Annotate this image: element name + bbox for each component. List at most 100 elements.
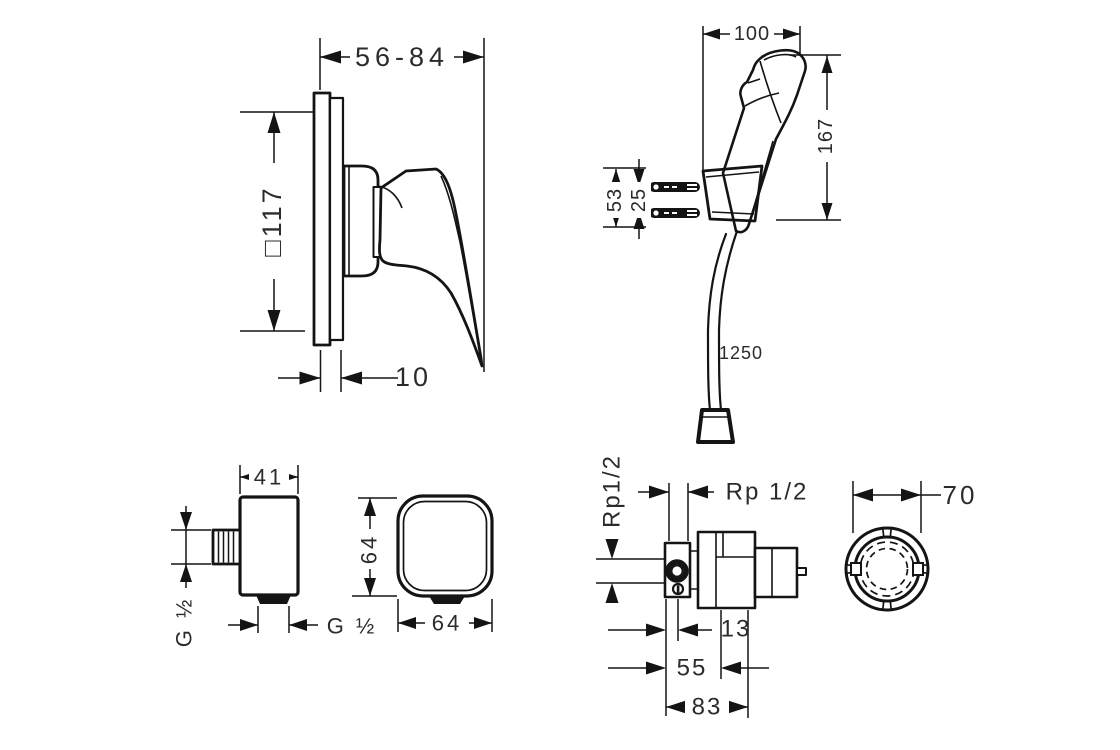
arrowhead-down — [364, 578, 376, 596]
valve-body-side-view: Rp1/2 Rp 1/2 13 — [596, 454, 807, 721]
escutcheon-inner-line — [402, 500, 488, 592]
label-backing — [350, 43, 454, 71]
thread-hatch — [217, 531, 235, 563]
lug-right — [912, 562, 924, 576]
dim-top-thread: Rp 1/2 — [638, 479, 806, 541]
dim-label-plate-thickness: 10 — [395, 362, 431, 392]
dim-label-overall-height: 167 — [815, 118, 837, 154]
dim-mixer-plate-size: □117 — [240, 111, 313, 332]
handle-base-curve — [377, 185, 403, 209]
side-port-bore — [670, 564, 684, 578]
dim-label-mixer-depth: 56-84 — [355, 42, 449, 72]
screw-dash — [672, 212, 677, 214]
front-outlet-tab — [429, 596, 465, 604]
head-inner-line — [763, 53, 797, 61]
arrowhead-up — [267, 112, 281, 133]
label-backing — [356, 529, 382, 569]
arrowhead-right — [646, 623, 666, 637]
holder-inner-top-line — [705, 171, 760, 178]
dim-label-holder-width: 100 — [734, 23, 770, 45]
label-backing — [257, 163, 287, 279]
screw-thread-line — [687, 188, 697, 190]
label-backing — [603, 182, 627, 218]
arrowhead-left — [398, 617, 416, 629]
dim-elbow-width: 41 — [239, 465, 299, 494]
dim-front-diameter: 70 — [852, 480, 979, 533]
dim-depth-55: 55 — [608, 655, 769, 682]
arrowhead-down — [821, 203, 833, 220]
dim-esc-width: 64 — [397, 599, 493, 636]
dim-bottom-thread: G ½ — [228, 606, 378, 639]
head-facet-line — [759, 60, 782, 124]
arrowhead-left — [703, 28, 720, 40]
label-backing — [627, 182, 651, 218]
valve-body-front-view: 70 — [844, 480, 979, 612]
dim-depth-83: 83 — [666, 694, 748, 721]
arrowhead-left — [666, 700, 686, 714]
dim-label-depth-min: 55 — [677, 655, 708, 682]
arrowhead-left — [341, 371, 362, 385]
arrowhead-right — [240, 619, 258, 631]
body-inner-lines — [716, 532, 755, 558]
label-backing — [943, 484, 979, 506]
dim-label-screw-outer: 53 — [604, 188, 626, 212]
arrowhead-up — [605, 583, 619, 603]
arrowhead-left — [853, 488, 873, 502]
hand-shower-set-view: 1250 100 167 — [603, 23, 841, 444]
arrowhead-up — [610, 169, 622, 186]
label-backing — [685, 695, 729, 720]
mounting-screw-top — [649, 182, 700, 192]
escutcheon-plate-side — [312, 91, 332, 347]
lug-left — [850, 562, 862, 576]
screw-head-dot — [653, 184, 659, 190]
wall-outlet-side-view: 41 G ½ G ½ — [171, 465, 378, 647]
arrowhead-down — [180, 512, 192, 530]
arrowhead-right — [728, 700, 748, 714]
cartridge-block — [753, 546, 799, 599]
neck-crease-line — [744, 92, 780, 107]
front-dashed-circle-inner — [865, 547, 909, 591]
label-backing — [730, 23, 774, 45]
dim-esc-height: 64 — [352, 497, 397, 597]
dim-label-elbow-width: 41 — [254, 465, 284, 490]
escutcheon-front — [396, 494, 494, 598]
arrowhead-right — [783, 28, 800, 40]
dim-mixer-depth: 56-84 — [319, 38, 485, 372]
dim-label-esc-width: 64 — [432, 611, 462, 636]
arrowhead-up — [364, 498, 376, 516]
flange-connector-lines — [690, 550, 698, 590]
arrowhead-left — [289, 619, 307, 631]
valve-main-body — [696, 530, 757, 610]
dim-side-thread: G ½ — [171, 506, 211, 647]
side-port-ring — [665, 559, 689, 583]
dim-overall-height: 167 — [776, 54, 841, 221]
spindle-stub — [796, 567, 807, 576]
arrowhead-down — [267, 310, 281, 331]
wall-outlet-front-view: 64 64 — [352, 494, 494, 636]
arrowhead-left — [721, 661, 741, 675]
ring-slot-top — [881, 528, 893, 538]
dim-label-offset: 13 — [721, 616, 752, 643]
outlet-body — [238, 495, 300, 597]
dim-label-front-diameter: 70 — [943, 480, 978, 510]
arrowhead-left — [320, 50, 341, 64]
dim-label-screw-pitch: 25 — [628, 188, 650, 212]
dim-offset-13: 13 — [608, 599, 752, 718]
dim-label-hose-length: 1250 — [719, 343, 763, 363]
holder-inner-bottom-line — [711, 211, 755, 215]
dim-side-thread: Rp1/2 — [596, 454, 665, 603]
arrowhead-right — [463, 50, 484, 64]
arrowhead-down — [605, 539, 619, 559]
lever-handle — [378, 167, 484, 368]
front-outer-ring — [844, 526, 930, 612]
dim-label-side-thread: G ½ — [172, 597, 197, 648]
arrowhead-right — [901, 488, 921, 502]
dim-plate-thickness: 10 — [278, 350, 431, 392]
arrowhead-right — [299, 371, 321, 385]
cartridge-housing — [342, 164, 380, 278]
dim-label-bottom-thread: G ½ — [327, 614, 378, 639]
mounting-screw-bottom — [649, 208, 700, 218]
dim-screw-pitch: 25 — [627, 159, 651, 239]
screw-thread-line — [687, 214, 697, 216]
